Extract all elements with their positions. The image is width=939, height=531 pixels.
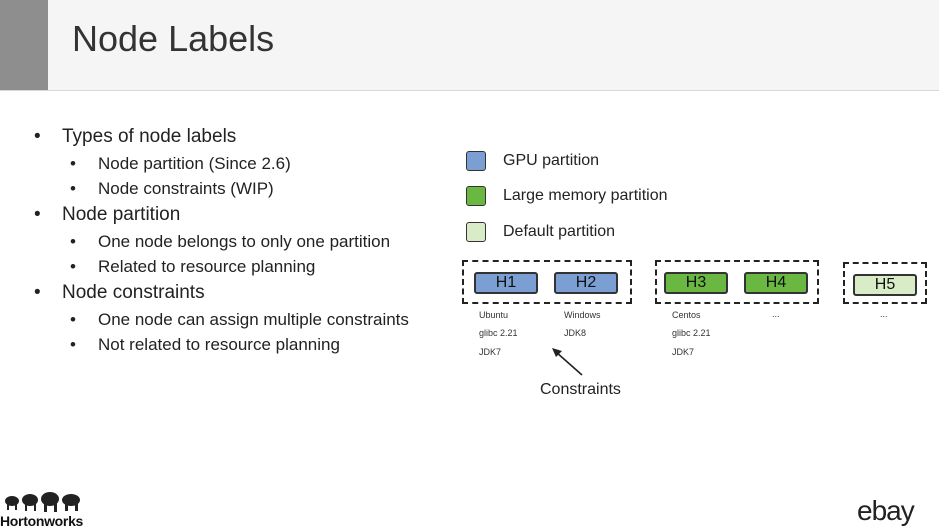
legend-gpu: GPU partition	[466, 150, 599, 172]
legend-swatch-default	[466, 222, 486, 242]
sub-bullet-one-partition: One node belongs to only one partition	[34, 230, 464, 254]
legend-label-gpu: GPU partition	[503, 152, 600, 169]
large-memory-partition-group	[655, 260, 819, 304]
h2-jdk: JDK8	[564, 328, 587, 338]
h5-os: ...	[880, 309, 888, 319]
host-h1: H1	[474, 272, 538, 294]
sub-bullet-node-constraints: Node constraints (WIP)	[34, 177, 464, 201]
legend-large-memory: Large memory partition	[466, 185, 668, 207]
h4-os: ...	[772, 309, 780, 319]
constraints-arrow	[552, 348, 583, 376]
sub-bullet-not-resource-planning: Not related to resource planning	[34, 333, 464, 357]
host-h5: H5	[853, 274, 917, 296]
sub-bullet-node-partition: Node partition (Since 2.6)	[34, 152, 464, 176]
ebay-logo: ebay	[857, 495, 915, 526]
default-partition-group	[843, 262, 927, 304]
slide-title: Node Labels	[72, 18, 275, 59]
legend-label-default: Default partition	[503, 223, 616, 240]
bullet-list: Types of node labels Node partition (Sin…	[34, 124, 464, 358]
h2-os: Windows	[564, 310, 601, 320]
constraints-label: Constraints	[540, 381, 621, 398]
gpu-partition-group	[462, 260, 632, 304]
header-accent-bar	[0, 0, 48, 90]
bullet-node-constraints: Node constraints	[34, 280, 464, 306]
h1-os: Ubuntu	[479, 310, 509, 320]
sub-bullet-resource-planning: Related to resource planning	[34, 255, 464, 279]
host-h2: H2	[554, 272, 618, 294]
h1-jdk: JDK7	[479, 347, 502, 357]
h3-os: Centos	[672, 310, 701, 320]
legend-swatch-gpu	[466, 151, 486, 171]
bullet-node-partition: Node partition	[34, 202, 464, 228]
legend-default: Default partition	[466, 221, 615, 243]
slide-header: Node Labels	[0, 0, 939, 91]
h1-glibc: glibc 2.21	[479, 328, 518, 338]
elephant-herd-icon	[5, 492, 80, 512]
legend-label-large-memory: Large memory partition	[503, 187, 668, 204]
h3-glibc: glibc 2.21	[672, 328, 711, 338]
hortonworks-logo: Hortonworks	[0, 513, 84, 529]
host-h3: H3	[664, 272, 728, 294]
host-h4: H4	[744, 272, 808, 294]
sub-bullet-multiple-constraints: One node can assign multiple constraints	[34, 308, 464, 332]
bullet-types: Types of node labels	[34, 124, 464, 150]
h3-jdk: JDK7	[672, 347, 695, 357]
legend-swatch-large-memory	[466, 186, 486, 206]
